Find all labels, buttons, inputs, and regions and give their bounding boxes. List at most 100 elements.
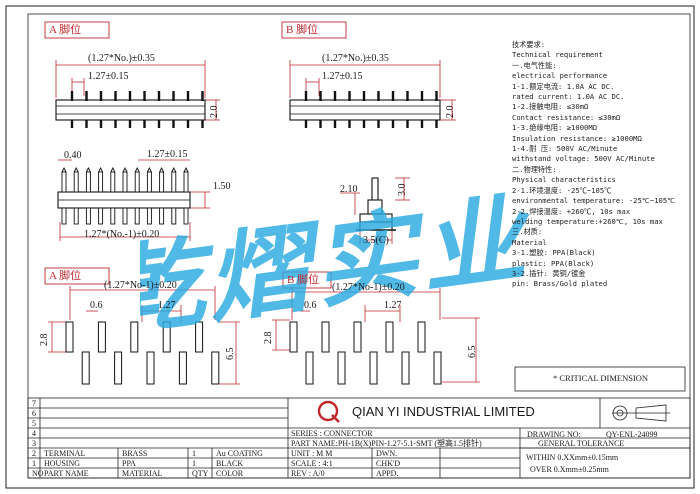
bom-cell-qty: 1 (192, 449, 196, 458)
dim-pb-overall: (1.27*No-1)±0.20 (332, 282, 405, 293)
dim-b-height: 2.0 (445, 105, 456, 119)
dim-side-height: 1.50 (213, 181, 231, 192)
revision-row-number: 3 (32, 439, 36, 448)
spec-line: 1-1.额定电流: 1.0A AC DC. (512, 81, 615, 91)
bom-header-color: COLOR (216, 469, 244, 478)
spec-line: 1-3.绝缘电阻: ≥1000MΩ (512, 123, 598, 133)
pin (85, 91, 88, 128)
dwn: DWN. (376, 449, 398, 458)
pin (99, 91, 103, 128)
pad (305, 351, 314, 385)
bom-cell-no: 2 (32, 449, 36, 458)
bom-cell-part: TERMINAL (44, 449, 86, 458)
spec-line: 2-1.环境温度: -25℃~105℃ (512, 185, 612, 195)
title-box-b-bottom (282, 271, 332, 289)
bom-header-part: PART NAME (44, 469, 89, 478)
dim-pb-65: 6.5 (467, 345, 478, 359)
spec-line: withstand voltage: 500V AC/Minute (512, 154, 655, 164)
dim-a-height: 2.0 (209, 105, 220, 119)
side-pin (85, 166, 91, 225)
pad (114, 351, 123, 385)
dim-pb-127: 1.27 (384, 300, 402, 311)
revision-row-number: 6 (32, 409, 36, 418)
bom-cell-color: Au COATING (216, 449, 263, 458)
side-pin (122, 166, 128, 225)
dim-end-30: 3.0 (397, 183, 408, 197)
pin (435, 91, 438, 128)
dim-b-overall: (1.27*No.)±0.35 (322, 53, 389, 64)
rev: REV : A/0 (291, 469, 325, 478)
bom-header-no: NO (32, 469, 44, 478)
title-block-grid (27, 397, 691, 479)
spec-line: welding temperature:+260℃, 10s max (512, 216, 663, 226)
pin (348, 91, 351, 128)
tolerance-within: WITHIN 0.XXmm±0.15mm (526, 453, 619, 462)
footprint-a (65, 321, 220, 385)
spec-line: environmental temperature: -25℃~105℃ (512, 196, 676, 206)
spec-line: Physical characteristics (512, 175, 616, 185)
revision-row-number: 4 (32, 429, 36, 438)
company-name: QIAN YI INDUSTRIAL LIMITED (352, 404, 535, 419)
front-view-a (55, 91, 206, 128)
bom-header-material: MATERIAL (122, 469, 163, 478)
pad (178, 351, 187, 385)
pin (304, 91, 308, 128)
pin (70, 91, 74, 128)
critical-dimension-note: * CRITICAL DIMENSION (553, 373, 649, 383)
drawing-no-label: DRAWING NO: (527, 430, 581, 439)
pad (97, 321, 106, 353)
side-pin (61, 166, 67, 225)
pad (211, 351, 220, 385)
dim-b-pitch: 1.27±0.15 (322, 71, 363, 82)
pin (186, 91, 190, 128)
spec-line: rated current: 1.0A AC DC. (512, 92, 625, 102)
pin (391, 91, 395, 128)
side-pin (98, 166, 104, 225)
pad (337, 351, 346, 385)
side-pin (73, 166, 79, 225)
view-title-b-bottom: B 脚位 (287, 274, 320, 286)
pin (406, 91, 409, 128)
pin (377, 91, 380, 128)
title-box-a-top (44, 21, 110, 39)
dim-pa-overall: (1.27*No-1)±0.20 (104, 280, 177, 291)
pad (417, 321, 426, 353)
dim-pa-65: 6.5 (225, 347, 236, 361)
view-title-b-top: B 脚位 (286, 24, 319, 36)
side-view (57, 166, 191, 225)
dim-pa-28: 2.8 (39, 333, 50, 347)
side-pin (110, 166, 116, 225)
dim-end-210: 2.10 (340, 184, 358, 195)
pin (114, 91, 117, 128)
pad (195, 321, 204, 353)
revision-row-number: 7 (32, 399, 36, 408)
spec-line: plastic: PPA(Black) (512, 258, 595, 268)
front-view-b (289, 91, 441, 128)
pad (146, 351, 155, 385)
spec-line: 3-1.塑胶: PPA(Black) (512, 248, 596, 258)
end-view (356, 177, 396, 231)
pin (201, 91, 204, 128)
side-pin (159, 166, 165, 225)
pad (65, 321, 74, 353)
spec-line: pin: Brass/Gold plated (512, 279, 608, 289)
pad (385, 321, 394, 353)
dim-side-total: 1.27*(No.-1)±0.20 (84, 229, 160, 240)
pin (420, 91, 424, 128)
pad (369, 351, 378, 385)
pad (321, 321, 330, 353)
view-title-a-bottom: A 脚位 (49, 270, 82, 282)
bom-cell-no: 1 (32, 459, 36, 468)
spec-line: 1-2.接触电阻: ≤30mΩ (512, 102, 589, 112)
pad (162, 321, 171, 353)
view-title-a-top: A 脚位 (49, 24, 82, 36)
outer-frame (5, 5, 695, 489)
pin (128, 91, 132, 128)
bom-cell-part: HOUSING (44, 459, 80, 468)
dim-a-overall: (1.27*No.)±0.35 (88, 53, 155, 64)
spec-line: 1-4.耐 压: 500V AC/Minute (512, 144, 618, 154)
dim-side-pin: 0.40 (64, 150, 82, 161)
dim-pb-28: 2.8 (263, 331, 274, 345)
footprint-b (289, 321, 442, 385)
